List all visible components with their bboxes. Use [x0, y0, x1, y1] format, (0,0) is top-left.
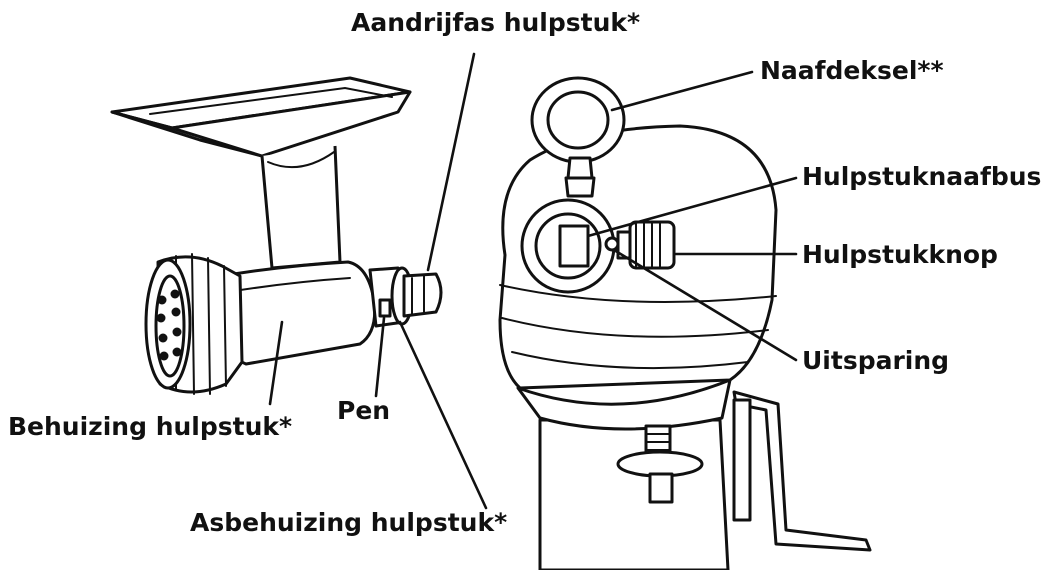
leader-uitsparing — [612, 248, 798, 362]
label-aandrijfas: Aandrijfas hulpstuk* — [351, 8, 641, 37]
housing-body — [220, 260, 377, 366]
leader-naafdeksel — [610, 70, 754, 112]
leader-pen — [374, 316, 386, 398]
label-hulpstukknop: Hulpstukknop — [802, 240, 998, 269]
label-pen: Pen — [337, 396, 391, 425]
feed-tube — [260, 145, 342, 270]
label-behuizing: Behuizing hulpstuk* — [8, 412, 293, 441]
leader-asbehuizing — [398, 320, 488, 510]
label-naafdeksel: Naafdeksel** — [760, 56, 944, 85]
label-uitsparing: Uitsparing — [802, 346, 950, 375]
attachment-hub — [520, 198, 620, 294]
hub-cover — [530, 76, 626, 198]
leader-lines — [268, 52, 798, 510]
hopper-tray — [110, 76, 412, 158]
shaft-collar — [368, 266, 443, 328]
label-hulpstuknaafbus: Hulpstuknaafbus — [802, 162, 1042, 191]
attachment-knob — [616, 220, 676, 270]
label-asbehuizing: Asbehuizing hulpstuk* — [190, 508, 508, 537]
leader-hulpstuknaafbus — [586, 176, 798, 238]
beater-shaft — [616, 424, 704, 504]
leader-behuizing — [268, 320, 284, 406]
grinder-attachment — [110, 76, 443, 395]
grinding-plate — [154, 274, 186, 378]
leader-aandrijfas — [426, 52, 476, 272]
